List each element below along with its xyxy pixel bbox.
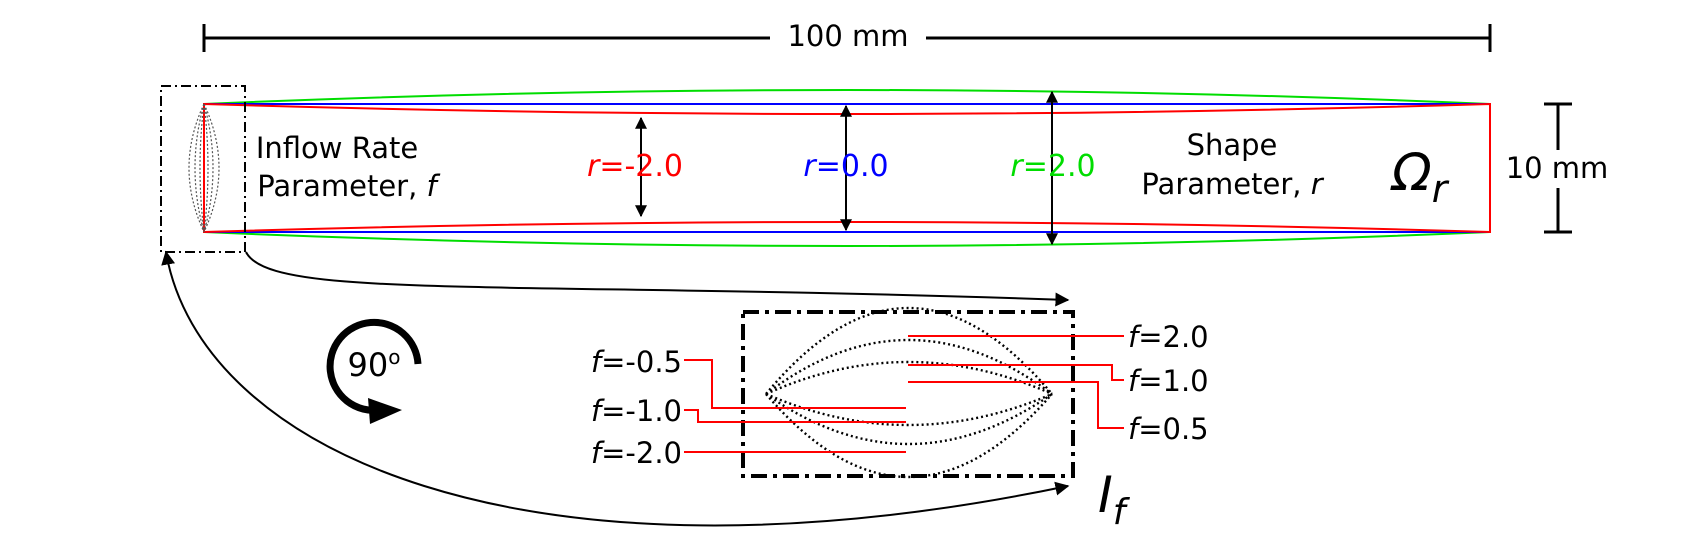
shape-label-var: r <box>1311 167 1325 201</box>
shape-param-label-zero: r=0.0 <box>803 149 888 184</box>
inflow-interval-label: If <box>1098 466 1131 533</box>
shape-param-label-neg: r=-2.0 <box>587 149 683 184</box>
inflow-param-label: f=-2.0 <box>591 436 682 470</box>
leader-f-1 <box>908 364 1124 381</box>
zoom-arrow-upper <box>245 251 1070 307</box>
inflow-rate-label: Inflow Rate Parameter, f <box>256 131 441 203</box>
inflow-leader-lines <box>684 335 1124 453</box>
omega-domain-label: Ωr <box>1390 143 1450 211</box>
leader-f-05 <box>908 381 1124 429</box>
shape-param-var: r <box>803 149 817 184</box>
inflow-param-label: f=0.5 <box>1128 412 1209 446</box>
rotation-indicator: 90o <box>326 318 422 424</box>
inflow-param-value: =-2.0 <box>601 436 682 470</box>
shape-param-value: =2.0 <box>1023 149 1096 184</box>
channel-height-arrows <box>635 90 1058 246</box>
rotation-arrow-icon <box>326 318 422 414</box>
inflow-label-var: f <box>427 169 441 203</box>
inflow-param-value: =-0.5 <box>601 345 682 379</box>
inflow-param-value: =2.0 <box>1138 320 1208 354</box>
shape-label-line2: Parameter, r <box>1141 167 1324 201</box>
inflow-param-label: f=-1.0 <box>591 394 682 428</box>
zoom-arrow-lower <box>161 250 1070 527</box>
shape-label-line1: Shape <box>1187 128 1278 162</box>
length-label: 100 mm <box>787 19 908 53</box>
inflow-label-text: Parameter, <box>257 169 426 203</box>
channel-r-neg2-outline <box>203 102 1491 234</box>
channel-domain <box>160 85 1491 253</box>
shape-param-value: =-2.0 <box>599 149 683 184</box>
inflow-param-label: f=-0.5 <box>591 345 682 379</box>
shape-label-text: Parameter, <box>1141 167 1310 201</box>
inflow-param-labels-left: f=-0.5 f=-1.0 f=-2.0 <box>591 345 682 470</box>
shape-param-label-pos: r=2.0 <box>1010 149 1095 184</box>
height-dimension: 10 mm <box>1506 102 1609 234</box>
inflow-param-label: f=2.0 <box>1128 320 1209 354</box>
rotation-label: 90o <box>348 345 401 384</box>
inflow-zoom-box-small <box>160 85 246 253</box>
shape-param-value: =0.0 <box>816 149 889 184</box>
inflow-profiles-large <box>765 306 1053 479</box>
inflow-label-line1: Inflow Rate <box>256 131 418 165</box>
inflow-param-value: =0.5 <box>1138 412 1208 446</box>
shape-param-var: r <box>587 149 601 184</box>
rotation-value: 90 <box>348 346 389 384</box>
inflow-label-line2: Parameter, f <box>257 169 440 203</box>
shape-param-label: Shape Parameter, r <box>1141 128 1324 201</box>
inflow-zoom-box: If <box>741 306 1131 533</box>
omega-subscript: r <box>1432 167 1450 211</box>
inflow-param-label: f=1.0 <box>1128 364 1209 398</box>
leader-f-neg05 <box>684 359 906 409</box>
inflow-param-value: =1.0 <box>1138 364 1208 398</box>
inflow-I-subscript: f <box>1113 492 1131 533</box>
shape-param-var: r <box>1010 149 1024 184</box>
inflow-profiles-small <box>188 103 220 233</box>
shape-param-labels: r=-2.0 r=0.0 r=2.0 <box>587 149 1096 184</box>
inflow-param-labels-right: f=2.0 f=1.0 f=0.5 <box>1128 320 1209 446</box>
leader-f-neg1 <box>684 409 906 423</box>
omega-symbol: Ω <box>1390 143 1432 203</box>
rotation-degree: o <box>388 345 400 369</box>
length-dimension: 100 mm <box>202 19 1492 53</box>
inflow-param-value: =-1.0 <box>601 394 682 428</box>
height-label: 10 mm <box>1506 151 1609 185</box>
zoom-arrows <box>161 250 1070 527</box>
inflow-I-symbol: I <box>1098 466 1113 524</box>
